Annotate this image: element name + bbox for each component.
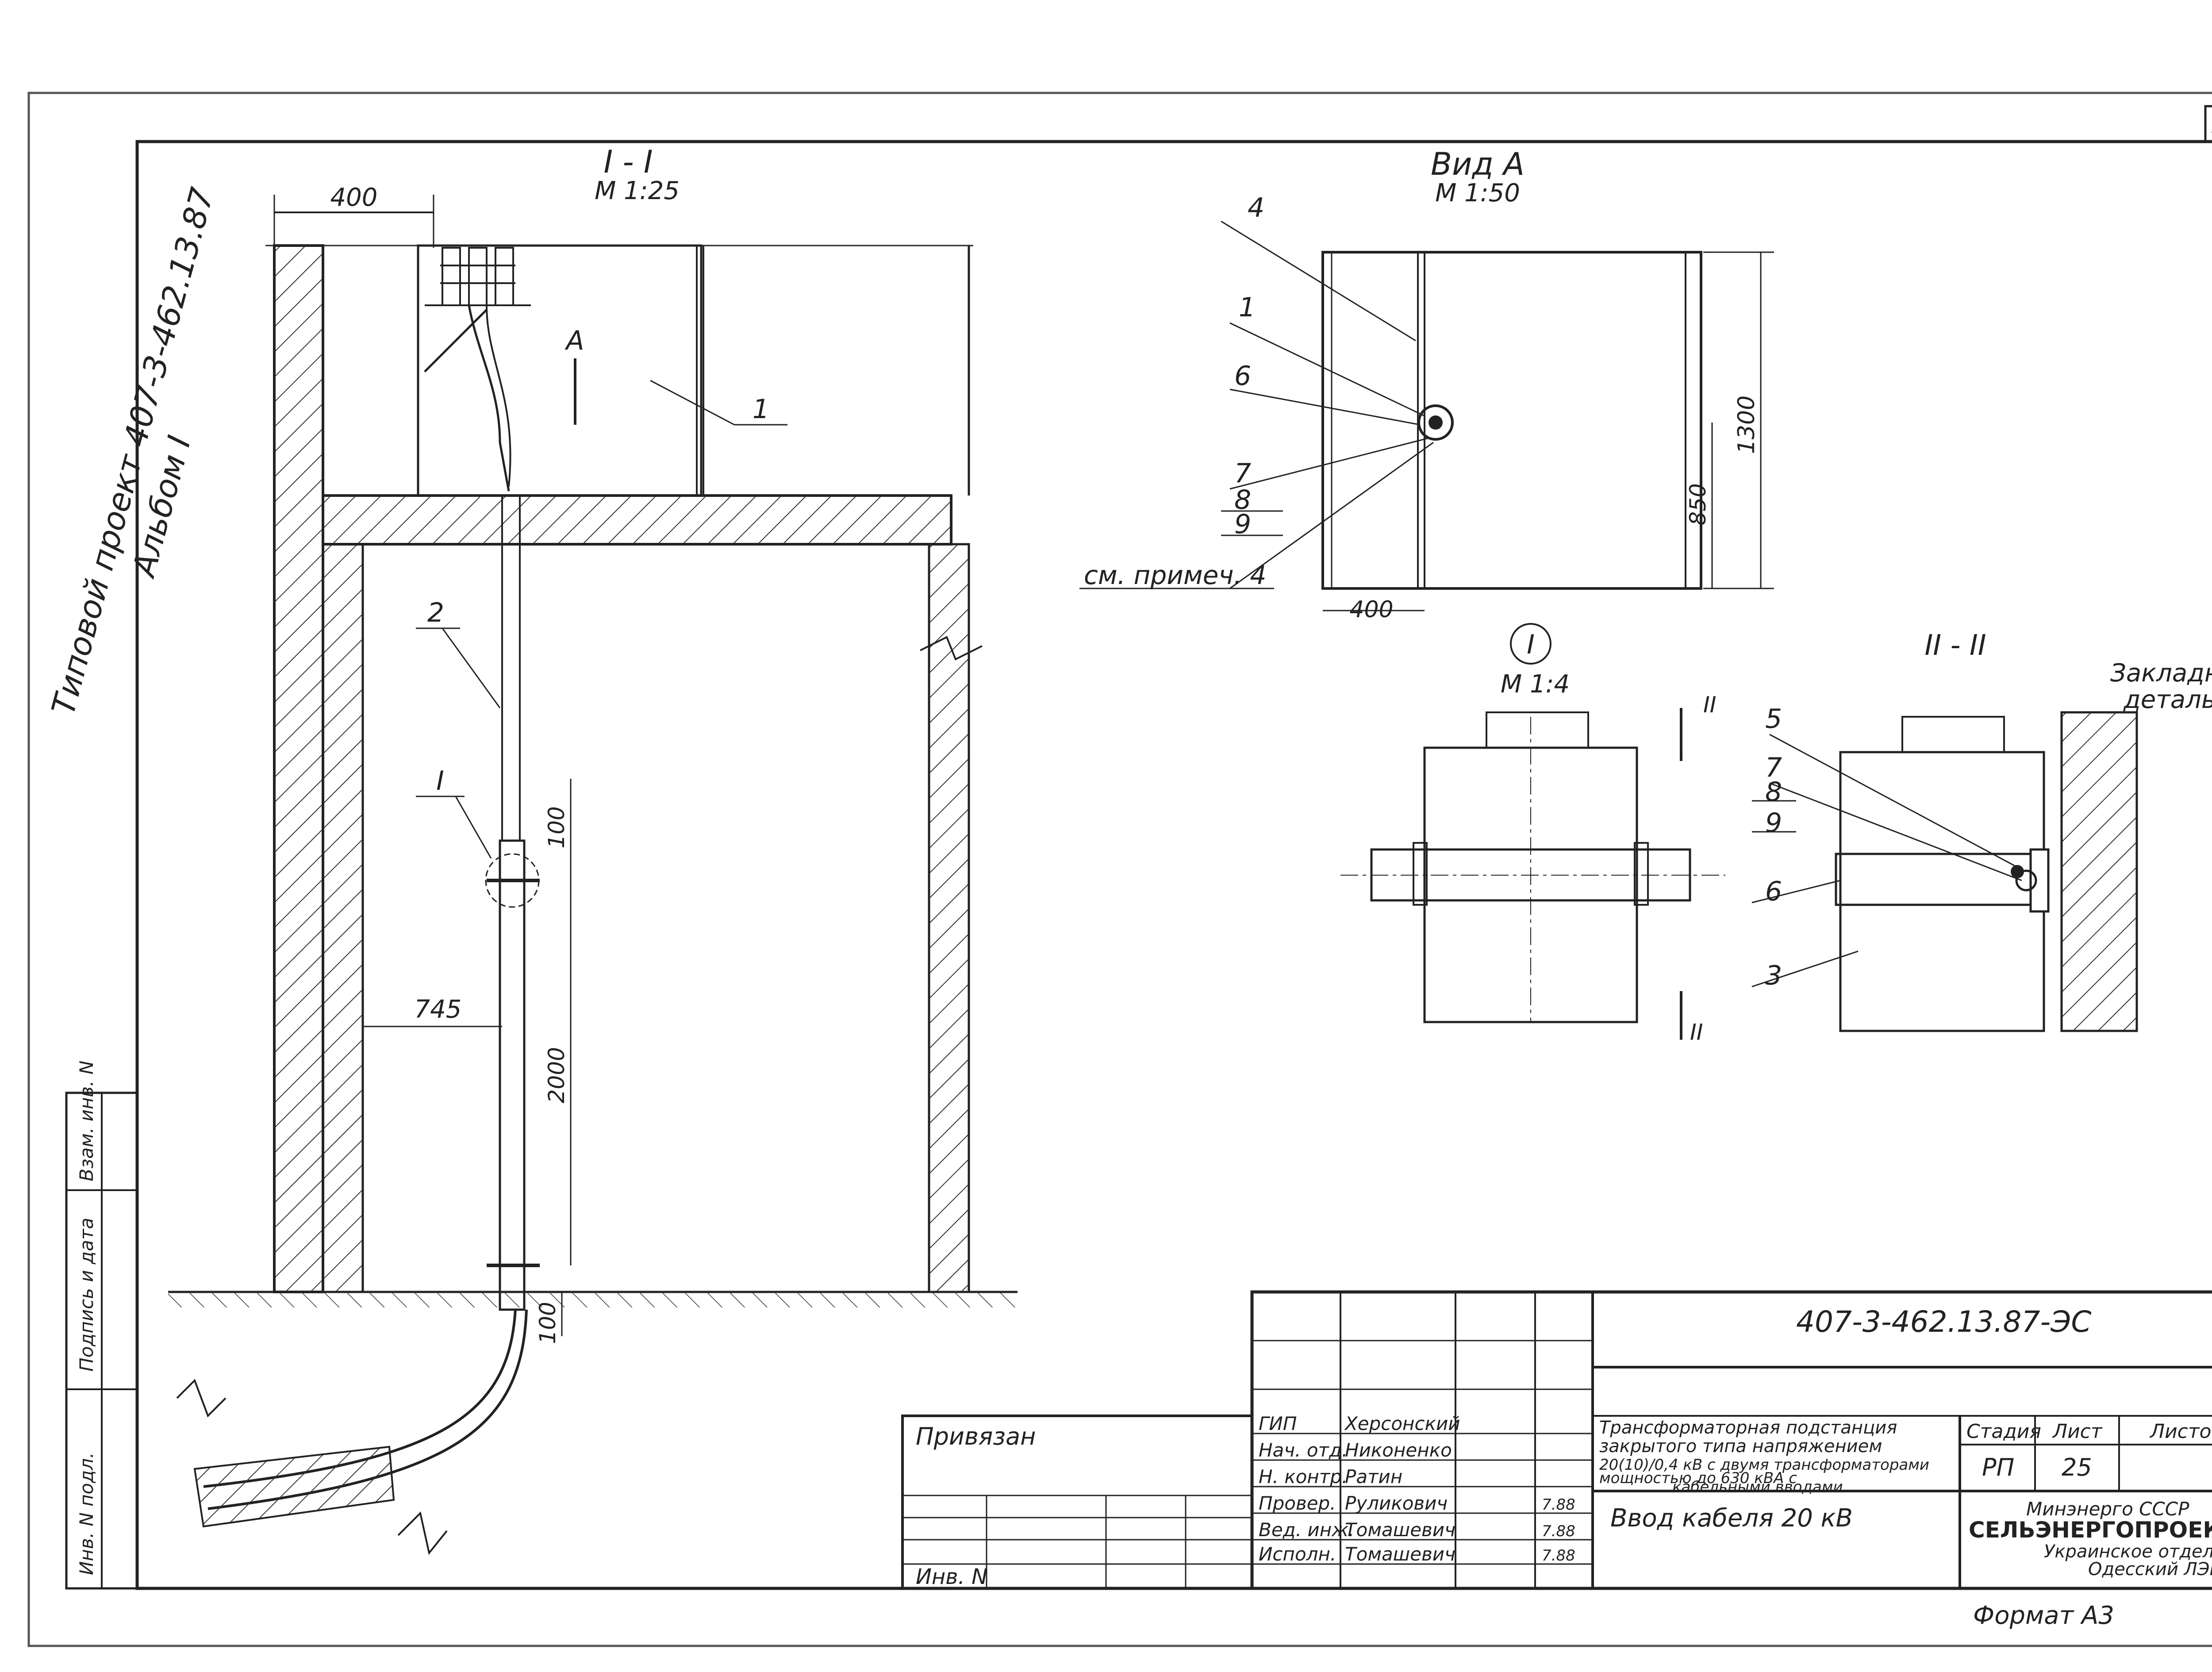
org-line-3: Украинское отделение — [2044, 1541, 2212, 1562]
name-5: Томашевич — [1345, 1543, 1455, 1565]
org-line-1: Минэнерго СССР — [2026, 1498, 2189, 1520]
dim-view-a-width: 400 — [1349, 596, 1393, 623]
role-2: Н. контр. — [1259, 1466, 1348, 1488]
insulators — [440, 247, 515, 306]
embedded-plate — [2060, 711, 2138, 1032]
view-a-title: Вид А — [1431, 146, 1525, 182]
cable-entry — [1417, 404, 1454, 441]
frame-border — [135, 140, 2212, 1590]
dim-offset: 745 — [415, 995, 462, 1024]
date-3: 7.88 — [1542, 1496, 1575, 1514]
section-2-callout-9: 9 — [1765, 807, 1782, 838]
cable-pipe — [501, 495, 521, 842]
role-3: Провер. — [1259, 1492, 1336, 1514]
sheet-value: 25 — [2062, 1453, 2092, 1481]
strip-inv-podl: Инв. N подл. — [76, 1453, 97, 1576]
dim-view-a-inner: 850 — [1685, 483, 1711, 525]
name-2: Ратин — [1345, 1466, 1402, 1488]
view-a-callout-8: 8 — [1234, 484, 1251, 515]
node-1: I М 1:4 II II — [1340, 623, 1725, 1045]
description-line-3: мощностью до 630 кВА с — [1599, 1469, 1797, 1487]
name-3: Руликович — [1345, 1492, 1448, 1514]
view-arrow-label: А — [564, 325, 584, 356]
date-4: 7.88 — [1542, 1522, 1575, 1540]
role-5: Исполн. — [1259, 1543, 1336, 1565]
dim-gap-upper: 100 — [544, 806, 569, 848]
callout-1: 1 — [753, 394, 769, 425]
date-5: 7.88 — [1542, 1547, 1575, 1564]
section-1-scale: М 1:25 — [595, 177, 680, 205]
right-wall — [928, 543, 970, 1293]
description-line-2: 20(10)/0,4 кВ с двумя трансформаторами — [1599, 1456, 1929, 1474]
dim-top-width: 400 — [330, 183, 378, 212]
embedded-label-1: Закладная — [2110, 659, 2212, 688]
embedded-label-2: деталь — [2123, 685, 2212, 714]
dim-depth: 100 — [535, 1302, 561, 1344]
view-a-callout-1: 1 — [1239, 292, 1256, 323]
title-block — [901, 1290, 2212, 1590]
callout-node-I: I — [436, 765, 444, 796]
document-code: 407-3-462.13.87-ЭС — [1796, 1305, 2091, 1339]
view-a-callout-9: 9 — [1234, 509, 1251, 540]
role-1: Нач. отд. — [1259, 1439, 1348, 1461]
role-4: Вед. инж. — [1259, 1519, 1354, 1541]
view-a-note: см. примеч. 4 — [1084, 560, 1266, 590]
side-stamp: Типовой проект 407-3-462.13.87 Альбом I — [44, 184, 221, 719]
privyazan-label: Привязан — [916, 1422, 1036, 1450]
org-line-2: СЕЛЬЭНЕРГОПРОЕКТ — [1969, 1517, 2212, 1543]
left-wall — [273, 244, 324, 1293]
section-2-callout-5: 5 — [1765, 703, 1782, 734]
view-a-cabinet — [1321, 251, 1702, 590]
strip-podpis-data: Подпись и дата — [76, 1218, 97, 1372]
cable-pipe-lower — [499, 839, 526, 1311]
section-2-pipe — [1839, 751, 2045, 1032]
format-label: Формат А3 — [1973, 1601, 2114, 1630]
callout-2: 2 — [427, 597, 444, 628]
title-block-text: 407-3-462.13.87-ЭС Привязан Инв. N ГИП Н… — [916, 1305, 2212, 1630]
section-2-2: II - II Закладная деталь 5 7 8 9 6 3 — [1751, 629, 2212, 1032]
view-a-callout-4: 4 — [1248, 192, 1264, 223]
left-stamp-strip: Инв. N подл. Подпись и дата Взам. инв. N — [65, 1061, 138, 1590]
node-1-title: I — [1527, 629, 1535, 660]
floor-slab — [322, 494, 952, 546]
name-4: Томашевич — [1345, 1519, 1455, 1541]
inv-no-label: Инв. N — [916, 1564, 987, 1589]
stage-header: Стадия — [1966, 1420, 2041, 1443]
view-a-callout-7: 7 — [1234, 458, 1251, 489]
outer-border — [27, 92, 2212, 1647]
name-1: Никоненко — [1345, 1439, 1452, 1461]
stage-value: РП — [1982, 1453, 2014, 1481]
name-0: Херсонский — [1344, 1413, 1460, 1434]
left-inner-wall — [322, 543, 364, 1293]
description-line-1: закрытого типа напряжением — [1599, 1436, 1882, 1457]
role-0: ГИП — [1259, 1413, 1297, 1434]
view-a: Вид А М 1:50 1300 850 400 4 1 6 — [1079, 146, 1774, 623]
sheets-header: Листов — [2149, 1420, 2212, 1443]
section-1-1: I - I М 1:25 400 — [168, 144, 1018, 1555]
sheet-title: Ввод кабеля 20 кВ — [1610, 1504, 1853, 1533]
view-a-callout-6: 6 — [1234, 361, 1251, 392]
dim-pipe-length: 2000 — [544, 1047, 569, 1103]
section-2-callout-8: 8 — [1765, 776, 1782, 807]
section-2-callout-6: 6 — [1765, 876, 1782, 907]
org-line-4: Одесский ЛЭП — [2088, 1559, 2212, 1580]
view-a-scale: М 1:50 — [1435, 179, 1520, 208]
node-1-cut-bottom: II — [1690, 1019, 1703, 1045]
description-line-4: кабельными вводами — [1672, 1478, 1843, 1496]
node-1-scale: М 1:4 — [1501, 670, 1570, 699]
switchgear-cell — [417, 244, 703, 497]
section-2-callout-3: 3 — [1765, 960, 1782, 991]
sheet-header: Лист — [2052, 1420, 2103, 1443]
node-1-cut-top: II — [1703, 692, 1717, 718]
sheet-number-box — [2204, 105, 2212, 143]
section-1-title: I - I — [603, 144, 653, 180]
dim-view-a-height: 1300 — [1733, 396, 1760, 454]
section-2-title: II - II — [1924, 629, 1986, 662]
section-2-callout-7: 7 — [1765, 752, 1782, 783]
strip-vzam-inv: Взам. инв. N — [76, 1061, 97, 1181]
description-line-0: Трансформаторная подстанция — [1599, 1418, 1897, 1438]
